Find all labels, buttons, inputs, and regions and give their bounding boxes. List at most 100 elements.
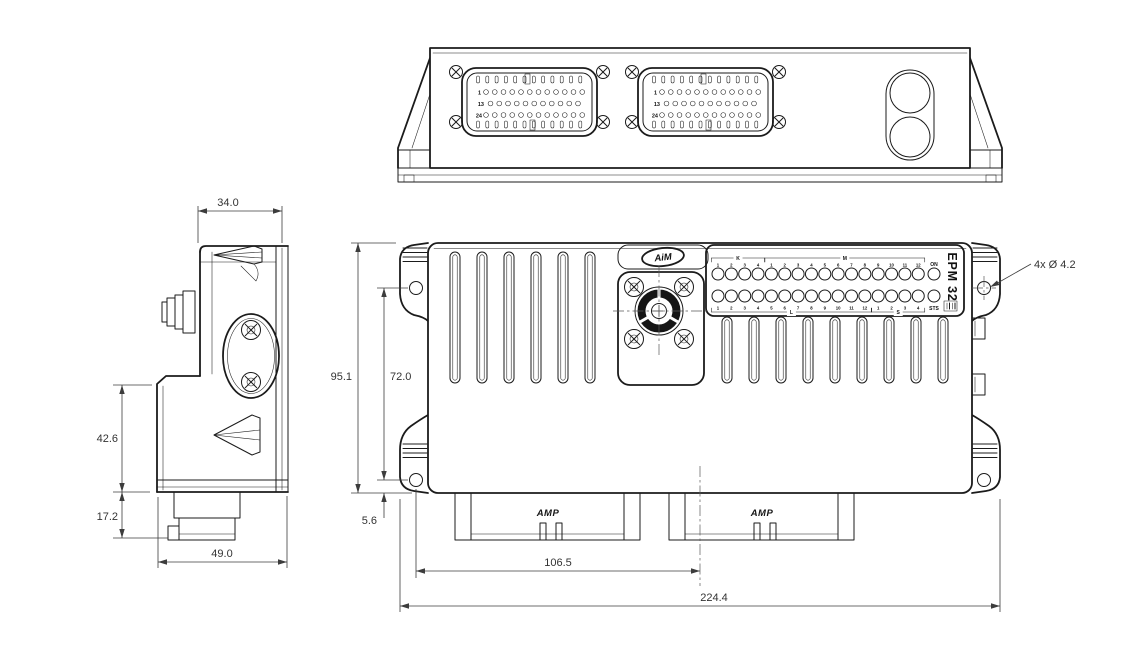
aim-logo-text: AiM [653,252,674,265]
key-slot [550,75,555,84]
cooling-fin-inner [778,319,784,381]
pin-number: 11 [849,306,854,311]
pin [746,112,753,118]
mount-tab-bottom-right [971,414,1001,494]
dim-arrow [198,208,207,214]
pin [720,89,726,95]
pin-number: 2 [730,263,733,268]
screw-icon [241,320,261,340]
pin [518,112,524,118]
cooling-fin-inner [913,319,919,381]
pin [505,100,511,107]
key-slot [494,120,499,129]
key-slot [708,75,712,84]
mount-hole-top-left [409,281,423,295]
pin-number: 4 [757,263,760,268]
key-slot [494,75,499,84]
cooling-fin-inner [560,254,566,381]
dim-front-total-width: 224.4 [700,592,728,604]
panel-pin [791,267,805,281]
pin [483,112,489,118]
cooling-fin [829,316,841,384]
dim-side-mid-height: 42.6 [97,433,118,445]
cooling-fin [721,316,733,384]
cooling-fin-inner [452,254,458,381]
side-lower-step [156,375,201,493]
dim-arrow [278,559,287,565]
cooling-fin [775,316,787,384]
dim-arrow [355,484,361,493]
bracket-label-bg [840,254,850,262]
mount-tab-bottom-left [399,414,429,494]
panel-pin [778,267,792,281]
cooling-fin [557,251,569,384]
key-slot [522,75,527,84]
cooling-fin [503,251,515,384]
panel-pin [751,289,765,303]
pin-number: 6 [784,306,787,311]
cooling-fin-inner [587,254,593,381]
panel-pin [738,289,752,303]
screw-slot [451,117,461,127]
barcode-icon [943,300,958,312]
side-view [156,245,289,541]
led-sts [927,289,941,303]
detail-line [240,263,259,282]
connector-inner [466,72,593,132]
screw-icon [674,277,694,297]
amp-connector-a-top [449,65,610,137]
pin [729,89,735,95]
key-slot [559,120,564,129]
tab-ribs-bottom-left [402,443,428,458]
cooling-fin [937,316,949,384]
key-slot [689,120,693,129]
key-slot [680,120,684,129]
pin-number: 3 [744,263,747,268]
connector-clip [753,522,761,541]
pin-row-label-a24: 24 [476,114,483,120]
cooling-fin-inner [832,319,838,381]
panel-pin [764,289,778,303]
panel-pin [858,289,872,303]
mount-tab-bottom-side [213,414,261,456]
pin [483,89,489,95]
screw-icon [674,329,694,349]
front-view: AMP AMP AiM [399,242,1001,541]
connector-inner [642,72,769,132]
panel-pin [778,289,792,303]
pin [738,89,744,95]
pin-row-label-a13: 13 [478,102,484,108]
panel-pin [711,267,725,281]
pin [509,112,515,118]
hole-note-label: 4x Ø 4.2 [1034,259,1076,271]
pin-number: 2 [784,263,787,268]
key-slot [504,120,508,129]
pin-row-label-b24: 24 [652,114,659,120]
pin-row-label-a1: 1 [478,91,481,97]
pin-number: 9 [877,263,880,268]
key-slot [754,120,759,129]
pin [570,89,577,95]
cooling-fin [748,316,760,384]
ring-key-gap [638,315,649,324]
key-slot [652,120,656,129]
dim-arrow [381,288,387,297]
key-slot [532,120,536,129]
panel-pin [911,267,925,281]
key-slot [717,120,721,129]
screw-inner [629,282,639,292]
dim-line [993,263,1032,286]
pin-number: 4 [757,306,760,311]
dim-arrow [119,483,125,492]
screw-icon [625,65,639,79]
dim-side-top-width: 34.0 [217,197,238,209]
screw-slot [598,67,608,77]
pin [566,100,572,107]
screw-inner [246,325,256,335]
amp-logo-right: AMP [750,508,774,519]
top-view: 1 13 24 1 13 24 [397,47,1003,183]
key-slot [745,120,749,129]
pin [694,112,700,118]
